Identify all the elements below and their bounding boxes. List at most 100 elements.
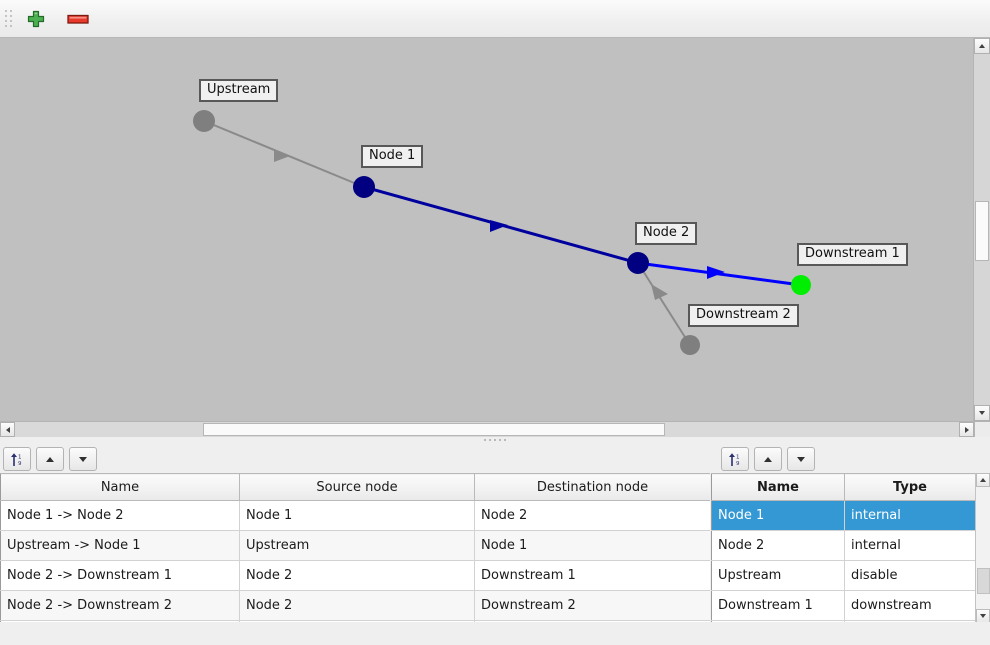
arrow-up-icon	[46, 456, 54, 462]
nodes-scroll-thumb[interactable]	[977, 568, 990, 594]
nodes-col-type[interactable]: Type	[844, 473, 976, 501]
nodes-scroll-down-button[interactable]	[976, 609, 990, 623]
nodes-table-clip: Name Type Node 1 internal Node 2 interna…	[711, 473, 990, 623]
node-name-cell: Downstream 1	[711, 590, 845, 621]
node-type-cell: internal	[844, 530, 976, 561]
triangle-up-icon	[980, 478, 986, 482]
table-row[interactable]: Upstream -> Node 1 Upstream Node 1	[0, 530, 710, 561]
nodes-table[interactable]: Name Type Node 1 internal Node 2 interna…	[711, 473, 976, 623]
node-name-cell: Upstream	[711, 560, 845, 591]
nodes-toolbar: 1 9	[711, 443, 990, 473]
graph-canvas[interactable]: Upstream Node 1 Node 2 Downstream 1 Down…	[0, 38, 990, 436]
graph-svg	[193, 110, 811, 355]
edge-node2-downstream1[interactable]	[637, 261, 802, 287]
svg-text:9: 9	[736, 461, 740, 467]
move-edge-up-button[interactable]	[36, 447, 64, 471]
edge-upstream-node1[interactable]	[203, 120, 365, 188]
node-name-cell: Node 2	[711, 530, 845, 561]
canvas-horizontal-scrollbar[interactable]	[0, 421, 974, 438]
arrow-up-icon	[764, 456, 772, 462]
add-node-button[interactable]	[21, 5, 51, 33]
edge-source-cell: Node 2	[239, 560, 475, 591]
triangle-left-icon	[5, 426, 10, 433]
node-label-node1[interactable]: Node 1	[361, 145, 424, 168]
edge-name-cell: Upstream -> Node 1	[0, 530, 240, 561]
scroll-left-button[interactable]	[0, 422, 15, 437]
edge-source-cell: Node 2	[239, 590, 475, 621]
edge-node1-node2[interactable]	[363, 185, 639, 265]
node-label-node2[interactable]: Node 2	[635, 222, 698, 245]
edge-destination-cell: Downstream 2	[474, 590, 710, 621]
triangle-right-icon	[964, 426, 969, 433]
arrow-down-icon	[79, 456, 87, 462]
canvas-vertical-scrollbar[interactable]	[973, 38, 990, 421]
edge-source-cell: Upstream	[239, 530, 475, 561]
table-row[interactable]: Node 1 -> Node 2 Node 1 Node 2	[0, 500, 710, 531]
node-label-downstream1[interactable]: Downstream 1	[797, 243, 908, 266]
scrollbar-corner	[974, 421, 990, 437]
vertical-scroll-thumb[interactable]	[975, 201, 989, 261]
graph-node-downstream1[interactable]	[791, 275, 811, 295]
move-node-down-button[interactable]	[787, 447, 815, 471]
table-row[interactable]: Downstream 1 downstream	[711, 590, 976, 621]
remove-node-button[interactable]	[63, 5, 93, 33]
table-row[interactable]: Node 2 -> Downstream 2 Node 2 Downstream…	[0, 590, 710, 621]
edge-node2-downstream2[interactable]	[637, 262, 691, 346]
edges-col-name[interactable]: Name	[0, 473, 240, 501]
table-empty-row	[0, 620, 710, 623]
triangle-down-icon	[980, 614, 986, 618]
edge-name-cell: Node 2 -> Downstream 2	[0, 590, 240, 621]
edges-col-destination[interactable]: Destination node	[474, 473, 710, 501]
move-edge-down-button[interactable]	[69, 447, 97, 471]
nodes-pane: 1 9 Name Type	[711, 443, 990, 623]
sort-ascending-icon: 1 9	[729, 452, 740, 467]
horizontal-scroll-thumb[interactable]	[203, 423, 665, 436]
sort-nodes-button[interactable]: 1 9	[721, 447, 749, 471]
graph-node-downstream2[interactable]	[680, 335, 700, 355]
nodes-col-name[interactable]: Name	[711, 473, 845, 501]
graph-node-upstream[interactable]	[193, 110, 215, 132]
red-minus-icon	[67, 14, 89, 24]
graph-node-node1[interactable]	[353, 176, 375, 198]
scroll-down-button[interactable]	[974, 405, 990, 421]
node-name-cell: Node 1	[711, 500, 845, 531]
splitter-grip-icon	[484, 439, 506, 441]
toolbar-drag-grip[interactable]	[4, 8, 13, 30]
table-row[interactable]: Node 2 internal	[711, 530, 976, 561]
scroll-up-button[interactable]	[974, 38, 990, 54]
arrow-down-icon	[797, 456, 805, 462]
svg-text:1: 1	[736, 454, 740, 460]
edge-name-cell: Node 2 -> Downstream 1	[0, 560, 240, 591]
nodes-table-scrollbar[interactable]	[975, 473, 990, 623]
node-label-downstream2[interactable]: Downstream 2	[688, 304, 799, 327]
edges-pane: 1 9 Name Source node Destination node	[0, 443, 710, 623]
node-type-cell: downstream	[844, 590, 976, 621]
edge-source-cell: Node 1	[239, 500, 475, 531]
nodes-scroll-up-button[interactable]	[976, 473, 990, 487]
table-row[interactable]: Node 1 internal	[711, 500, 976, 531]
sort-edges-button[interactable]: 1 9	[3, 447, 31, 471]
move-node-up-button[interactable]	[754, 447, 782, 471]
status-area	[0, 622, 990, 645]
node-label-upstream[interactable]: Upstream	[199, 79, 279, 102]
svg-text:9: 9	[18, 461, 22, 467]
green-plus-icon	[27, 10, 45, 27]
table-row[interactable]: Node 2 -> Downstream 1 Node 2 Downstream…	[0, 560, 710, 591]
pane-splitter[interactable]	[0, 437, 990, 443]
node-type-cell: internal	[844, 500, 976, 531]
svg-text:1: 1	[18, 454, 22, 460]
edges-col-source[interactable]: Source node	[239, 473, 475, 501]
edge-name-cell: Node 1 -> Node 2	[0, 500, 240, 531]
main-toolbar	[0, 0, 990, 38]
graph-node-node2[interactable]	[627, 252, 649, 274]
table-row[interactable]: Upstream disable	[711, 560, 976, 591]
edge-destination-cell: Downstream 1	[474, 560, 710, 591]
edges-toolbar: 1 9	[0, 443, 710, 473]
edge-destination-cell: Node 1	[474, 530, 710, 561]
sort-ascending-icon: 1 9	[11, 452, 22, 467]
scroll-right-button[interactable]	[959, 422, 974, 437]
triangle-up-icon	[979, 44, 985, 48]
edges-table-clip: Name Source node Destination node Node 1…	[0, 473, 710, 623]
edges-table[interactable]: Name Source node Destination node Node 1…	[0, 473, 710, 623]
